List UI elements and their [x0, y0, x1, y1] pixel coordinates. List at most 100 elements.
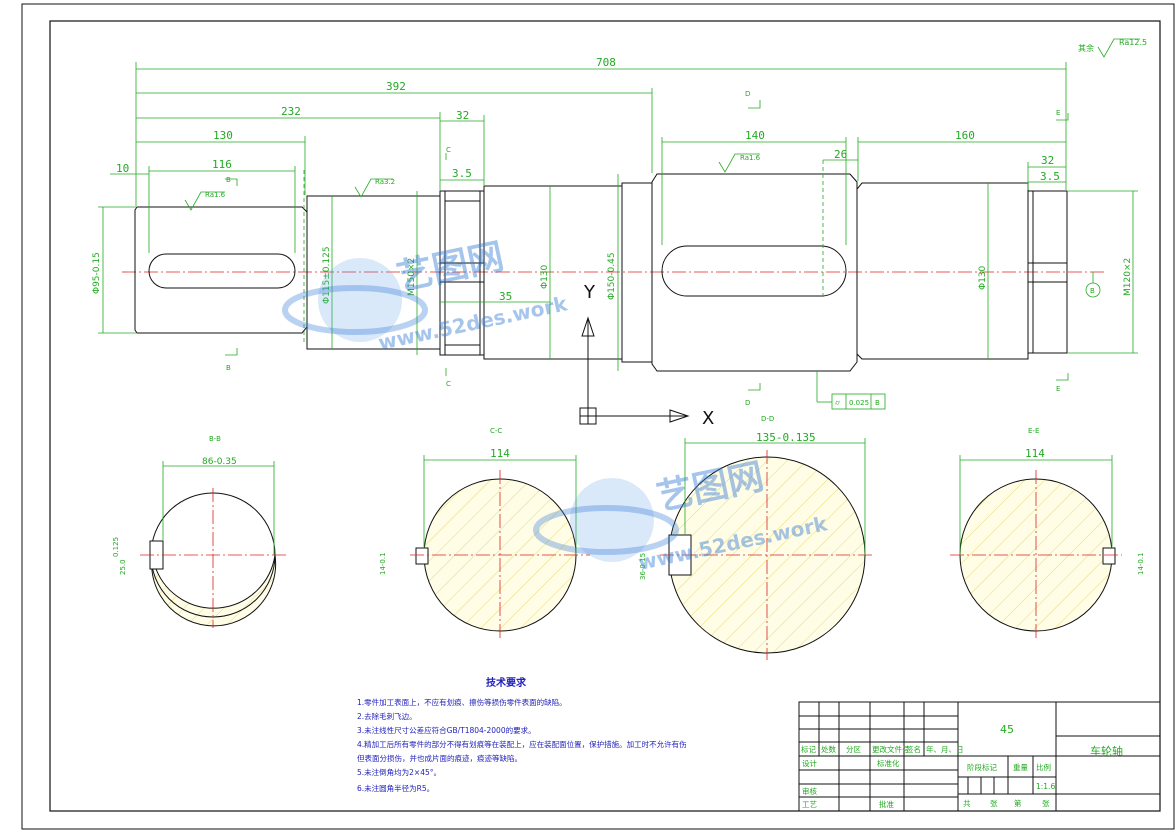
svg-text:3.未注线性尺寸公差应符合GB/T1804-2000的要求。: 3.未注线性尺寸公差应符合GB/T1804-2000的要求。 [357, 725, 536, 735]
svg-text:1.零件加工表面上，不应有划痕、擦伤等损伤零件表面的缺陷。: 1.零件加工表面上，不应有划痕、擦伤等损伤零件表面的缺陷。 [357, 697, 567, 707]
svg-text:签名: 签名 [906, 744, 921, 754]
dim-phi95: Φ95-0.15 [92, 252, 102, 294]
keyway-middle [661, 245, 847, 297]
shaft-main-view [122, 160, 1105, 372]
tolerance-frame: ⌭ 0.025 B B [816, 272, 1101, 410]
svg-text:标记: 标记 [801, 744, 816, 754]
svg-text:Ra1.6: Ra1.6 [205, 191, 226, 199]
dim-overall: 708 [596, 56, 616, 69]
dim-m150: M150×2 [407, 258, 417, 296]
dim-m120: M120×2 [1123, 258, 1133, 296]
svg-text:4.精加工后所有零件的部分不得有划痕等在装配上，应在装配面位: 4.精加工后所有零件的部分不得有划痕等在装配上，应在装配面位置，保护措施。加工时… [357, 739, 687, 749]
svg-text:C: C [446, 380, 451, 388]
svg-text:分区: 分区 [846, 745, 861, 754]
svg-text:0.025: 0.025 [849, 399, 869, 407]
part-name: 车轮轴 [1090, 744, 1123, 758]
svg-text:C-C: C-C [490, 427, 502, 435]
svg-text:更改文件号: 更改文件号 [872, 744, 910, 754]
dim-116: 116 [212, 158, 232, 171]
dim-140: 140 [745, 129, 765, 142]
svg-text:比例: 比例 [1036, 762, 1051, 772]
section-e-e: E-E 114 14-0.1 [950, 427, 1145, 640]
svg-text:14-0.1: 14-0.1 [1137, 552, 1145, 575]
svg-text:E-E: E-E [1028, 427, 1039, 435]
dim-32b: 32 [1041, 154, 1054, 167]
inner-border [49, 20, 1161, 812]
roughness-symbols: 其余 Ra12.5 Ra1.6 Ra3.2 Ra1.6 [184, 38, 1147, 211]
svg-text:阶段标记: 阶段标记 [967, 762, 997, 772]
svg-text:但表面分损伤，并也成片面的痕迹，痕迹等缺陷。: 但表面分损伤，并也成片面的痕迹，痕迹等缺陷。 [357, 753, 522, 763]
segment-5 [621, 182, 653, 363]
svg-text:⌭: ⌭ [835, 399, 840, 407]
dim-35: 35 [499, 290, 512, 303]
svg-text:D-D: D-D [761, 415, 774, 423]
svg-text:5.未注倒角均为2×45°。: 5.未注倒角均为2×45°。 [357, 767, 441, 777]
svg-text:B: B [1090, 287, 1095, 295]
dim-232: 232 [281, 105, 301, 118]
svg-text:艺图网: 艺图网 [393, 236, 507, 299]
svg-text:D: D [745, 399, 750, 407]
svg-text:114: 114 [1025, 447, 1045, 460]
svg-text:C: C [446, 146, 451, 154]
scale-value: 1:1.6 [1036, 782, 1055, 791]
svg-text:共: 共 [963, 799, 971, 808]
svg-text:Ra12.5: Ra12.5 [1119, 38, 1147, 47]
section-c-c: C-C 114 14-0.1 [379, 427, 590, 640]
dim-160: 160 [955, 129, 975, 142]
svg-text:B: B [226, 176, 231, 184]
section-b-b: B-B 86-0.35 25.0 0.125 [112, 435, 287, 628]
svg-text:25.0: 25.0 [119, 559, 127, 575]
technical-requirements: 技术要求 1.零件加工表面上，不应有划痕、擦伤等损伤零件表面的缺陷。 2.去除毛… [357, 676, 687, 793]
svg-text:E: E [1056, 385, 1060, 393]
dim-phi130b: Φ130 [978, 265, 988, 290]
svg-text:Ra3.2: Ra3.2 [375, 178, 395, 186]
svg-text:14-0.1: 14-0.1 [379, 552, 387, 575]
svg-text:张: 张 [1042, 799, 1050, 808]
segment-1 [134, 206, 308, 334]
svg-text:张: 张 [990, 799, 998, 808]
outer-border [21, 3, 1175, 830]
section-d-d: D-D 135-0.135 36-0.15 [639, 415, 875, 660]
svg-text:6.未注圆角半径为R5。: 6.未注圆角半径为R5。 [357, 783, 434, 793]
dim-phi130a: Φ130 [540, 264, 550, 289]
dim-3-5a: 3.5 [452, 167, 472, 180]
svg-text:36-0.15: 36-0.15 [639, 553, 647, 580]
svg-text:工艺: 工艺 [802, 800, 817, 809]
svg-text:86-0.35: 86-0.35 [202, 457, 237, 467]
section-marks: B B C C D D E E [225, 90, 1069, 407]
ucs-axis: Y X [579, 282, 714, 429]
dim-32a: 32 [456, 109, 469, 122]
svg-text:135-0.135: 135-0.135 [756, 431, 816, 444]
dim-phi115: Φ115±0.125 [322, 246, 332, 304]
dim-26: 26 [834, 148, 847, 161]
keyway-left [148, 253, 296, 289]
svg-text:重量: 重量 [1013, 763, 1029, 772]
dimensions: 708 392 232 32 130 116 10 3.5 140 [92, 56, 1138, 371]
svg-text:第: 第 [1014, 798, 1022, 808]
svg-text:审核: 审核 [802, 786, 817, 796]
svg-text:B-B: B-B [209, 435, 221, 443]
dim-392: 392 [386, 80, 406, 93]
svg-text:处数: 处数 [821, 744, 836, 754]
svg-text:标准化: 标准化 [877, 758, 900, 768]
svg-text:批准: 批准 [879, 799, 894, 809]
svg-text:2.去除毛刺飞边。: 2.去除毛刺飞边。 [357, 711, 417, 721]
title-block: 标记 处数 分区 更改文件号 签名 年、月、日 设计 标准化 审核 工艺 批准 … [798, 701, 1161, 812]
segment-6 [651, 173, 858, 372]
svg-text:设计: 设计 [802, 758, 817, 768]
svg-text:0.125: 0.125 [112, 537, 120, 557]
svg-text:114: 114 [490, 447, 510, 460]
dim-3-5b: 3.5 [1040, 170, 1060, 183]
svg-text:B: B [875, 399, 880, 407]
axis-y-label: Y [583, 282, 596, 303]
svg-text:B: B [226, 364, 231, 372]
dim-10: 10 [116, 162, 129, 175]
requirements-title: 技术要求 [486, 676, 527, 689]
svg-text:D: D [745, 90, 750, 98]
dim-130: 130 [213, 129, 233, 142]
svg-text:Ra1.6: Ra1.6 [740, 154, 761, 162]
dim-phi150: Φ150-0.45 [607, 252, 617, 300]
svg-text:E: E [1056, 109, 1060, 117]
segment-7 [856, 182, 1029, 360]
